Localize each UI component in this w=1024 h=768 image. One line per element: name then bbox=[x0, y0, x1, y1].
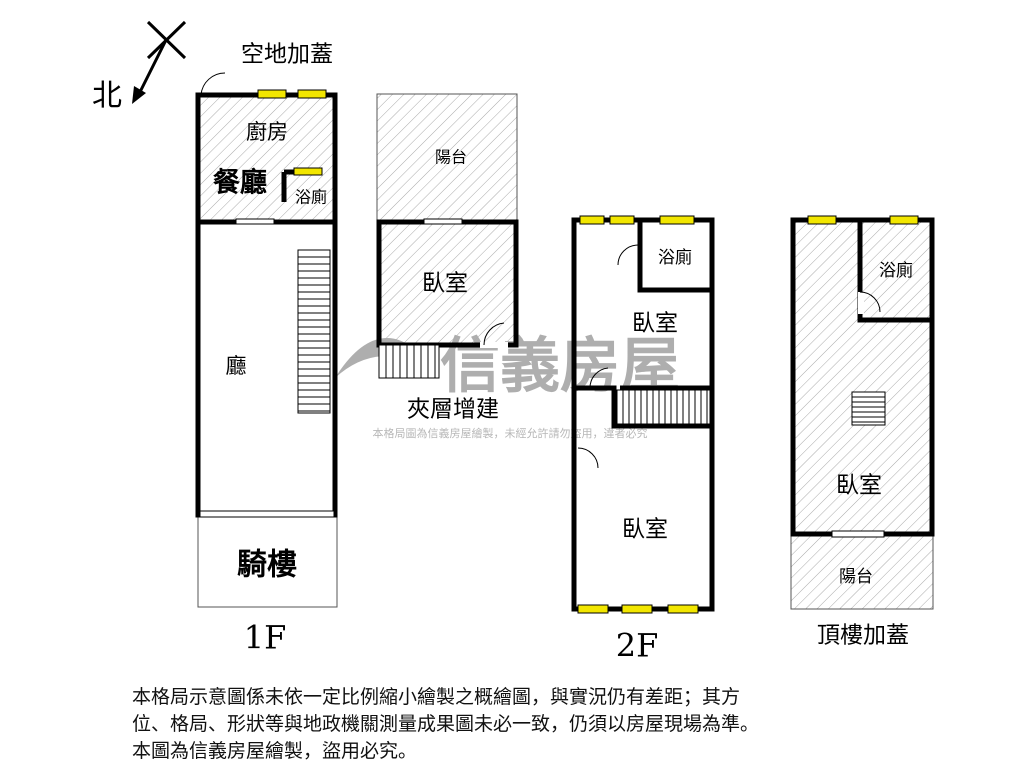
window-icon bbox=[807, 215, 837, 225]
floor-2f: 浴廁 臥室 臥室 2F bbox=[571, 215, 715, 665]
room-label-living: 廳 bbox=[226, 354, 247, 378]
door-icon bbox=[577, 447, 599, 469]
window-icon bbox=[297, 89, 327, 99]
stairs bbox=[378, 344, 440, 379]
compass: 北 bbox=[92, 20, 187, 114]
room-label-balcony: 陽台 bbox=[435, 148, 467, 167]
disclaimer-line: 本格局示意圖係未依一定比例縮小繪製之概繪圖，與實況仍有差距；其方 bbox=[132, 686, 741, 708]
door-icon bbox=[589, 367, 609, 389]
room-label-bath: 浴廁 bbox=[879, 260, 913, 281]
folding-door-icon bbox=[199, 510, 335, 518]
room-label-dining: 餐廳 bbox=[213, 167, 267, 199]
room-label-arcade: 騎樓 bbox=[237, 548, 297, 583]
door-icon bbox=[617, 244, 639, 266]
floor-mezzanine: 陽台 臥室 夾層增建 bbox=[376, 93, 519, 423]
north-arrow-icon bbox=[138, 39, 168, 93]
window-icon bbox=[293, 167, 323, 176]
room-label-bath: 浴廁 bbox=[658, 247, 692, 268]
window-icon bbox=[577, 604, 609, 614]
room-label-bedroom: 臥室 bbox=[836, 473, 882, 499]
stairs bbox=[851, 391, 886, 426]
window-icon bbox=[621, 604, 653, 614]
disclaimer-line: 位、格局、形狀等與地政機關測量成果圖未必一致，仍須以房屋現場為準。 bbox=[132, 713, 760, 735]
stairs bbox=[616, 389, 711, 425]
door-icon bbox=[483, 322, 505, 346]
room-label-balcony: 陽台 bbox=[839, 567, 873, 587]
floor-label-2f: 2F bbox=[616, 627, 659, 665]
door-icon bbox=[859, 291, 881, 313]
room-label-extension: 空地加蓋 bbox=[241, 42, 333, 68]
watermark-notice: 本格局圖為信義房屋繪製，未經允許請勿盜用，違者必究 bbox=[373, 426, 648, 440]
window-icon bbox=[667, 604, 699, 614]
disclaimer-line: 本圖為信義房屋繪製，盜用必究。 bbox=[132, 740, 418, 762]
stairs bbox=[297, 249, 331, 414]
room-label-kitchen: 廚房 bbox=[246, 120, 288, 144]
floor-rooftop: 浴廁 臥室 陽台 頂樓加蓋 bbox=[790, 215, 935, 649]
room-label-bedroom-2: 臥室 bbox=[622, 517, 668, 543]
window-icon bbox=[889, 215, 919, 225]
disclaimer: 本格局示意圖係未依一定比例縮小繪製之概繪圖，與實況仍有差距；其方 位、格局、形狀… bbox=[132, 684, 912, 765]
floor-label-mezzanine: 夾層增建 bbox=[407, 397, 499, 423]
floor-label-rooftop: 頂樓加蓋 bbox=[817, 623, 909, 649]
door-icon bbox=[200, 72, 226, 96]
room-label-bedroom-1: 臥室 bbox=[632, 311, 678, 337]
window-icon bbox=[579, 215, 605, 225]
floor-1f: 空地加蓋 廚房 餐廳 浴廁 廳 騎樓 1F bbox=[195, 42, 338, 657]
north-label: 北 bbox=[92, 79, 122, 114]
window-icon bbox=[659, 215, 695, 225]
window-icon bbox=[609, 215, 635, 225]
window-icon bbox=[257, 89, 287, 99]
room-label-bedroom: 臥室 bbox=[422, 271, 468, 297]
floor-label-1f: 1F bbox=[244, 619, 287, 657]
room-label-bath: 浴廁 bbox=[295, 188, 327, 207]
